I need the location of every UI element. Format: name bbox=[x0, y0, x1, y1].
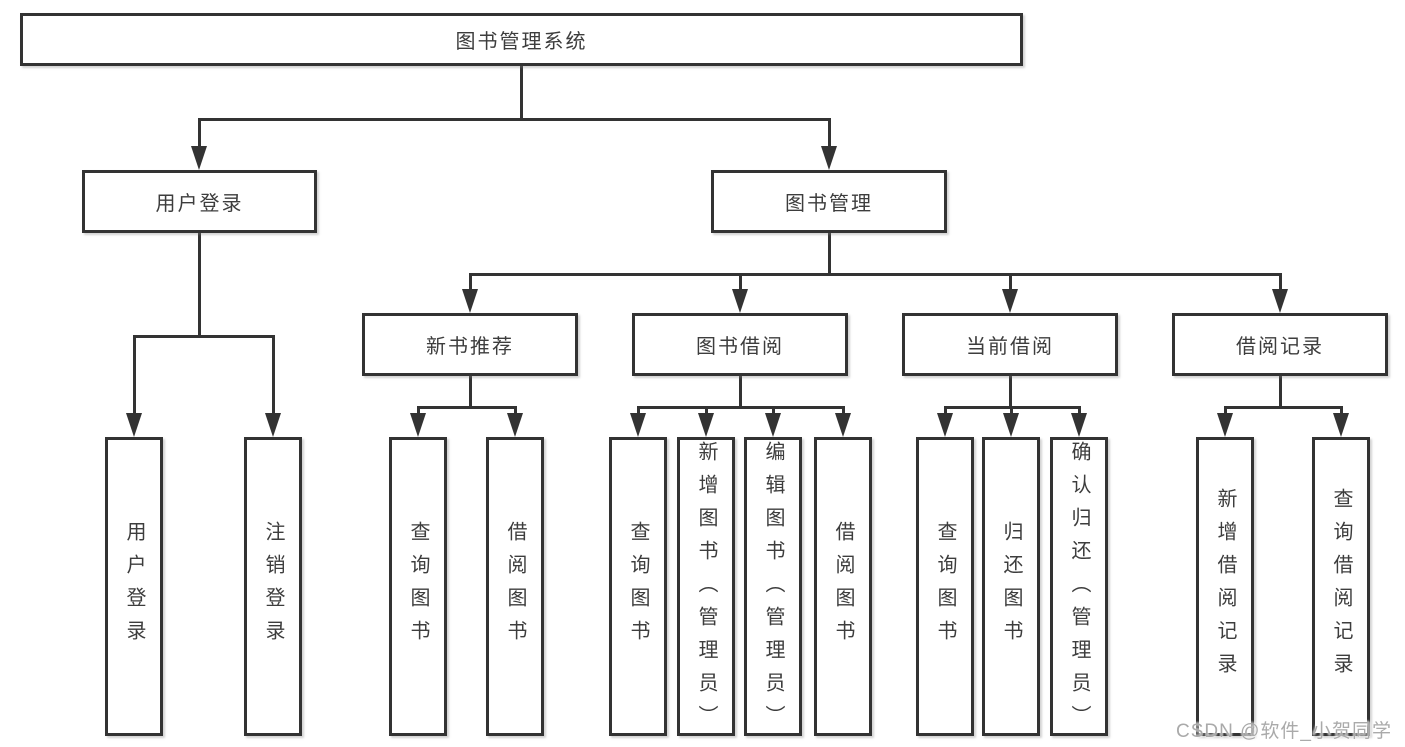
arrowhead-down-icon bbox=[1003, 413, 1019, 437]
arrowhead-down-icon bbox=[732, 289, 748, 313]
node-book-management-label: 图书管理 bbox=[785, 193, 873, 215]
connector-segment bbox=[637, 406, 845, 409]
leaf-query-books-borrowing-label: 查询图书 bbox=[627, 520, 649, 653]
connector-segment bbox=[1340, 406, 1343, 419]
connector-segment bbox=[828, 233, 831, 276]
connector-segment bbox=[1224, 406, 1227, 419]
leaf-query-borrow-record: 查询借阅记录 bbox=[1312, 437, 1370, 736]
node-root-label: 图书管理系统 bbox=[455, 31, 588, 53]
csdn-watermark: CSDN @软件_小贺同学 bbox=[1176, 721, 1392, 742]
connector-segment bbox=[469, 273, 1282, 276]
leaf-return-books-label: 归还图书 bbox=[1000, 520, 1022, 653]
leaf-borrow-books-label: 借阅图书 bbox=[832, 520, 854, 653]
arrowhead-down-icon bbox=[462, 289, 478, 313]
leaf-add-books-admin: 新增图书（管理员） bbox=[677, 437, 735, 738]
connector-segment bbox=[469, 273, 472, 295]
node-new-book-recommend-label: 新书推荐 bbox=[426, 336, 514, 358]
connector-segment bbox=[1010, 406, 1013, 419]
connector-segment bbox=[1009, 273, 1012, 295]
node-borrowing-records: 借阅记录 bbox=[1172, 313, 1388, 376]
arrowhead-down-icon bbox=[1333, 413, 1349, 437]
leaf-return-books: 归还图书 bbox=[982, 437, 1040, 736]
connector-segment bbox=[637, 406, 640, 419]
connector-segment bbox=[739, 273, 742, 295]
connector-segment bbox=[1078, 406, 1081, 419]
arrowhead-down-icon bbox=[835, 413, 851, 437]
leaf-logout-label: 注销登录 bbox=[262, 520, 284, 653]
leaf-user-login: 用户登录 bbox=[105, 437, 163, 736]
arrowhead-down-icon bbox=[126, 413, 142, 437]
connector-segment bbox=[198, 233, 201, 338]
leaf-user-login-label: 用户登录 bbox=[123, 520, 145, 653]
connector-segment bbox=[469, 376, 472, 409]
node-current-borrowing-label: 当前借阅 bbox=[966, 336, 1054, 358]
leaf-borrow-books-recommend-label: 借阅图书 bbox=[504, 520, 526, 653]
node-user-login: 用户登录 bbox=[82, 170, 317, 233]
leaf-add-borrow-record: 新增借阅记录 bbox=[1196, 437, 1254, 736]
leaf-query-books-recommend-label: 查询图书 bbox=[407, 520, 429, 653]
connector-segment bbox=[417, 406, 420, 419]
arrowhead-down-icon bbox=[1071, 413, 1087, 437]
leaf-query-books-current: 查询图书 bbox=[916, 437, 974, 736]
leaf-edit-books-admin: 编辑图书（管理员） bbox=[744, 437, 802, 738]
arrowhead-down-icon bbox=[765, 413, 781, 437]
connector-segment bbox=[828, 118, 831, 152]
connector-segment bbox=[133, 335, 275, 338]
leaf-query-borrow-record-label: 查询借阅记录 bbox=[1330, 487, 1352, 686]
connector-segment bbox=[272, 335, 275, 419]
node-root: 图书管理系统 bbox=[20, 13, 1023, 66]
leaf-add-books-admin-label: 新增图书（管理员） bbox=[695, 440, 717, 738]
leaf-confirm-return-admin: 确认归还（管理员） bbox=[1050, 437, 1108, 738]
connector-segment bbox=[705, 406, 708, 419]
node-book-borrowing: 图书借阅 bbox=[632, 313, 848, 376]
connector-segment bbox=[1279, 273, 1282, 295]
arrowhead-down-icon bbox=[1002, 289, 1018, 313]
connector-segment bbox=[842, 406, 845, 419]
connector-segment bbox=[944, 406, 947, 419]
leaf-query-books-borrowing: 查询图书 bbox=[609, 437, 667, 736]
node-user-login-label: 用户登录 bbox=[155, 193, 244, 215]
leaf-add-borrow-record-label: 新增借阅记录 bbox=[1214, 487, 1236, 686]
leaf-confirm-return-admin-label: 确认归还（管理员） bbox=[1068, 440, 1090, 738]
leaf-query-books-recommend: 查询图书 bbox=[389, 437, 447, 736]
connector-segment bbox=[1224, 406, 1343, 409]
node-borrowing-records-label: 借阅记录 bbox=[1236, 336, 1324, 358]
arrowhead-down-icon bbox=[507, 413, 523, 437]
leaf-query-books-current-label: 查询图书 bbox=[934, 520, 956, 653]
connector-segment bbox=[1009, 376, 1012, 409]
arrowhead-down-icon bbox=[410, 413, 426, 437]
connector-segment bbox=[133, 335, 136, 419]
arrowhead-down-icon bbox=[1217, 413, 1233, 437]
node-book-management: 图书管理 bbox=[711, 170, 947, 233]
arrowhead-down-icon bbox=[821, 146, 837, 170]
arrowhead-down-icon bbox=[698, 413, 714, 437]
connector-segment bbox=[739, 376, 742, 409]
arrowhead-down-icon bbox=[191, 146, 207, 170]
arrowhead-down-icon bbox=[265, 413, 281, 437]
connector-segment bbox=[772, 406, 775, 419]
connector-segment bbox=[198, 118, 831, 121]
leaf-edit-books-admin-label: 编辑图书（管理员） bbox=[762, 440, 784, 738]
connector-segment bbox=[1279, 376, 1282, 409]
leaf-borrow-books-recommend: 借阅图书 bbox=[486, 437, 544, 736]
connector-segment bbox=[198, 118, 201, 152]
leaf-logout: 注销登录 bbox=[244, 437, 302, 736]
connector-segment bbox=[417, 406, 517, 409]
connector-segment bbox=[520, 66, 523, 121]
arrowhead-down-icon bbox=[1272, 289, 1288, 313]
arrowhead-down-icon bbox=[937, 413, 953, 437]
leaf-borrow-books: 借阅图书 bbox=[814, 437, 872, 736]
connector-segment bbox=[514, 406, 517, 419]
node-new-book-recommend: 新书推荐 bbox=[362, 313, 578, 376]
node-current-borrowing: 当前借阅 bbox=[902, 313, 1118, 376]
node-book-borrowing-label: 图书借阅 bbox=[696, 336, 784, 358]
arrowhead-down-icon bbox=[630, 413, 646, 437]
